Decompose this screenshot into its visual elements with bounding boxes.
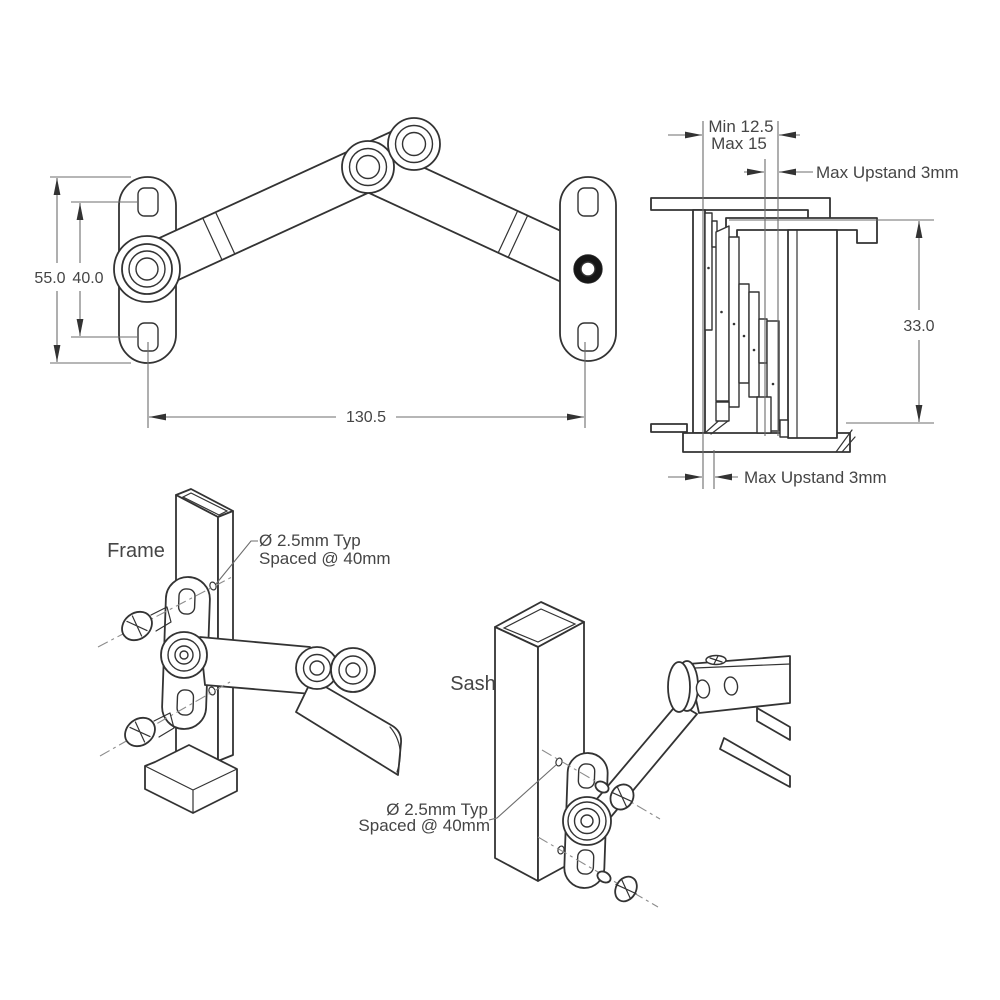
- frame-profile-foot: [144, 744, 238, 814]
- right-pivot: [573, 254, 603, 284]
- frame-profile-top-inner: [181, 492, 229, 516]
- frame-detail-view: Frame Ø 2.5mm Typ Spaced @ 40mm: [97, 488, 402, 814]
- frame-roller-right: [330, 647, 376, 693]
- sash-web: [787, 229, 838, 439]
- hinge-stack: [704, 212, 789, 438]
- front-view: 55.0 40.0 130.5: [34, 117, 617, 428]
- frame-pilot-hole-bottom: [208, 686, 216, 696]
- frame-note-leader: [215, 540, 258, 585]
- arm-2-cylinder-lines: [497, 210, 529, 258]
- roller-left: [341, 140, 395, 194]
- cutoff-plate-2: [719, 737, 791, 788]
- screw-axis-top: [97, 576, 233, 648]
- frame-note-line2: Spaced @ 40mm: [259, 549, 391, 568]
- sash-label: Sash: [450, 673, 496, 695]
- frame-screw-top: [121, 606, 172, 642]
- frame-arm: [199, 636, 313, 695]
- left-plate-top-slot: [137, 187, 159, 217]
- roller-right: [387, 117, 441, 171]
- cutoff-plate-1: [756, 707, 791, 741]
- sash-note-leader: [488, 764, 557, 821]
- frame-pivot-boss: [160, 631, 208, 679]
- sash-pilot-hole-top: [555, 757, 563, 767]
- sash-screw-top: [594, 780, 635, 811]
- right-plate-top-slot: [577, 187, 599, 217]
- frame-label: Frame: [107, 540, 165, 562]
- frame-blade-edge: [389, 726, 401, 773]
- section-view-dimensions: Min 12.5 Max 15 Max Upstand 3mm 33.0 Max…: [668, 117, 959, 489]
- frame-blade-arm: [295, 678, 402, 776]
- sash-note-line2: Spaced @ 40mm: [358, 816, 490, 835]
- front-view-dimensions: 55.0 40.0 130.5: [34, 176, 586, 428]
- dim-max-label: Max 15: [711, 134, 767, 153]
- left-pivot: [113, 235, 181, 303]
- frame-profile-side-face: [217, 510, 234, 762]
- dim-40-label: 40.0: [72, 270, 103, 287]
- dim-130-label: 130.5: [346, 409, 386, 426]
- dim-55-label: 55.0: [34, 270, 65, 287]
- section-view: Min 12.5 Max 15 Max Upstand 3mm 33.0 Max…: [650, 117, 959, 489]
- sash-pivot-boss: [562, 796, 612, 846]
- sash-note-line1: Ø 2.5mm Typ: [386, 800, 488, 819]
- arm-1-cylinder-lines: [202, 211, 236, 261]
- dim-min-label: Min 12.5: [708, 117, 773, 136]
- frame-note-line1: Ø 2.5mm Typ: [259, 531, 361, 550]
- dim-upstand-top-label: Max Upstand 3mm: [816, 163, 959, 182]
- frame-hinge-plate: [161, 576, 211, 730]
- frame-bottom-lip: [650, 423, 688, 433]
- sash-link-bar: [667, 654, 791, 714]
- sash-screw-bottom: [596, 870, 638, 903]
- screw-axis-bottom: [99, 681, 231, 757]
- dim-upstand-bottom-label: Max Upstand 3mm: [744, 468, 887, 487]
- right-plate-bottom-slot: [577, 322, 599, 352]
- sash-detail-view: Sash Ø 2.5mm Typ Spaced @ 40mm: [358, 601, 791, 908]
- break-marks: [704, 415, 856, 453]
- frame-roller-left: [295, 646, 339, 690]
- dim-33-label: 33.0: [903, 318, 934, 335]
- frame-screw-bottom: [124, 712, 175, 748]
